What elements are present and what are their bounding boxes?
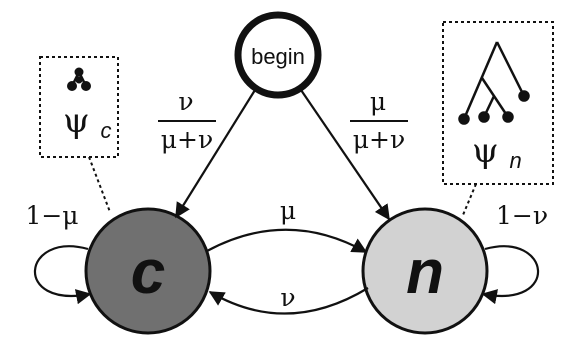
edge-n-self-loop: 1−ν	[481, 201, 548, 305]
svg-text:ψ n: ψ n	[472, 131, 522, 173]
c-self-loop-label: 1−μ	[25, 201, 78, 230]
c-node: c	[84, 207, 212, 335]
psi-c-box: ψ c	[39, 56, 119, 213]
edge-begin-to-c: ν μ+ν	[158, 87, 256, 219]
n-to-c-label: ν	[280, 283, 295, 312]
psi-n-subscript: n	[509, 148, 521, 173]
begin-to-n-denominator: μ+ν	[353, 125, 405, 154]
tiny-tree-icon	[67, 67, 91, 91]
psi-c-connector	[88, 156, 111, 213]
begin-to-c-denominator: μ+ν	[161, 125, 213, 154]
n-node: n	[361, 207, 489, 335]
c-to-n-label: μ	[280, 196, 296, 225]
n-self-loop-label: 1−ν	[496, 201, 548, 230]
begin-node: begin	[234, 11, 322, 99]
edge-n-to-c: ν	[208, 283, 369, 315]
svg-text:ψ c: ψ c	[63, 101, 111, 143]
edge-c-to-n: μ	[206, 196, 368, 253]
n-node-label: n	[406, 238, 444, 307]
psi-n-symbol: ψ	[472, 131, 499, 171]
begin-to-c-numerator: ν	[178, 87, 193, 116]
psi-c-subscript: c	[100, 118, 111, 143]
begin-node-label: begin	[251, 44, 305, 69]
edge-c-self-loop: 1−μ	[25, 201, 92, 305]
phylogenetic-tree-icon	[458, 41, 530, 125]
psi-c-symbol: ψ	[63, 101, 90, 141]
psi-n-box: ψ n	[442, 21, 554, 216]
edge-begin-to-n: μ μ+ν	[300, 87, 408, 221]
begin-to-n-numerator: μ	[370, 87, 386, 116]
c-node-label: c	[131, 238, 165, 307]
psi-n-connector	[462, 183, 477, 216]
